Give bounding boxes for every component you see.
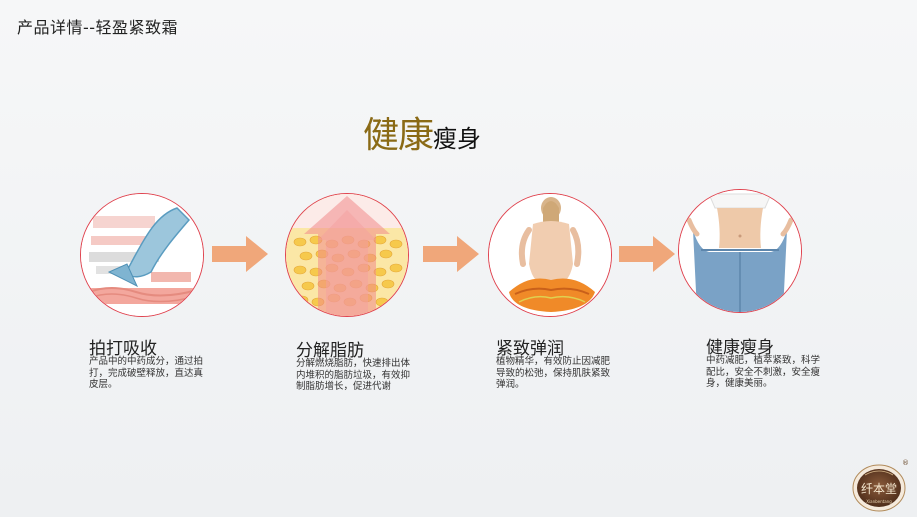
page-title: 产品详情--轻盈紧致霜 [17,18,179,37]
arrow-right-1 [212,236,268,272]
skin-absorption-illustration [81,194,203,316]
logo-sub: Xianbentang [866,499,892,504]
step-3-title: 紧致弹润 [496,339,564,359]
step-1-image [80,193,204,317]
woman-back-illustration [489,194,611,316]
step-3-desc: 植物精华，有效防止因减肥导致的松弛，保持肌肤紧致弹润。 [496,356,611,390]
step-4-desc: 中药减肥，植萃紧致，科学配比，安全不刺激，安全瘦身，健康美丽。 [706,355,821,389]
step-2-title: 分解脂肪 [296,341,364,361]
brand-badge-icon: 纤本堂 Xianbentang [852,464,906,512]
step-1-desc: 产品中的中药成分，通过拍打，完成破壁释放，直达真皮层。 [89,356,204,390]
step-4-title: 健康瘦身 [706,338,774,358]
step-1-title: 拍打吸收 [89,339,157,359]
arrow-right-2 [423,236,479,272]
step-2-desc: 分解燃烧脂肪，快速排出体内堆积的脂肪垃圾，有效抑制脂肪增长，促进代谢 [296,358,411,392]
brand-logo: 纤本堂 Xianbentang ® [851,459,909,513]
step-2-image [285,193,409,317]
logo-text: 纤本堂 [861,482,897,496]
registered-mark: ® [902,459,909,467]
slim-waist-illustration [679,190,801,312]
step-3-image [488,193,612,317]
headline-main: 健康 [363,115,434,156]
headline-sub: 瘦身 [433,125,482,153]
arrow-right-3 [619,236,675,272]
fat-cells-illustration [286,194,408,316]
headline: 健康瘦身 [363,106,481,158]
step-4-image [678,189,802,313]
